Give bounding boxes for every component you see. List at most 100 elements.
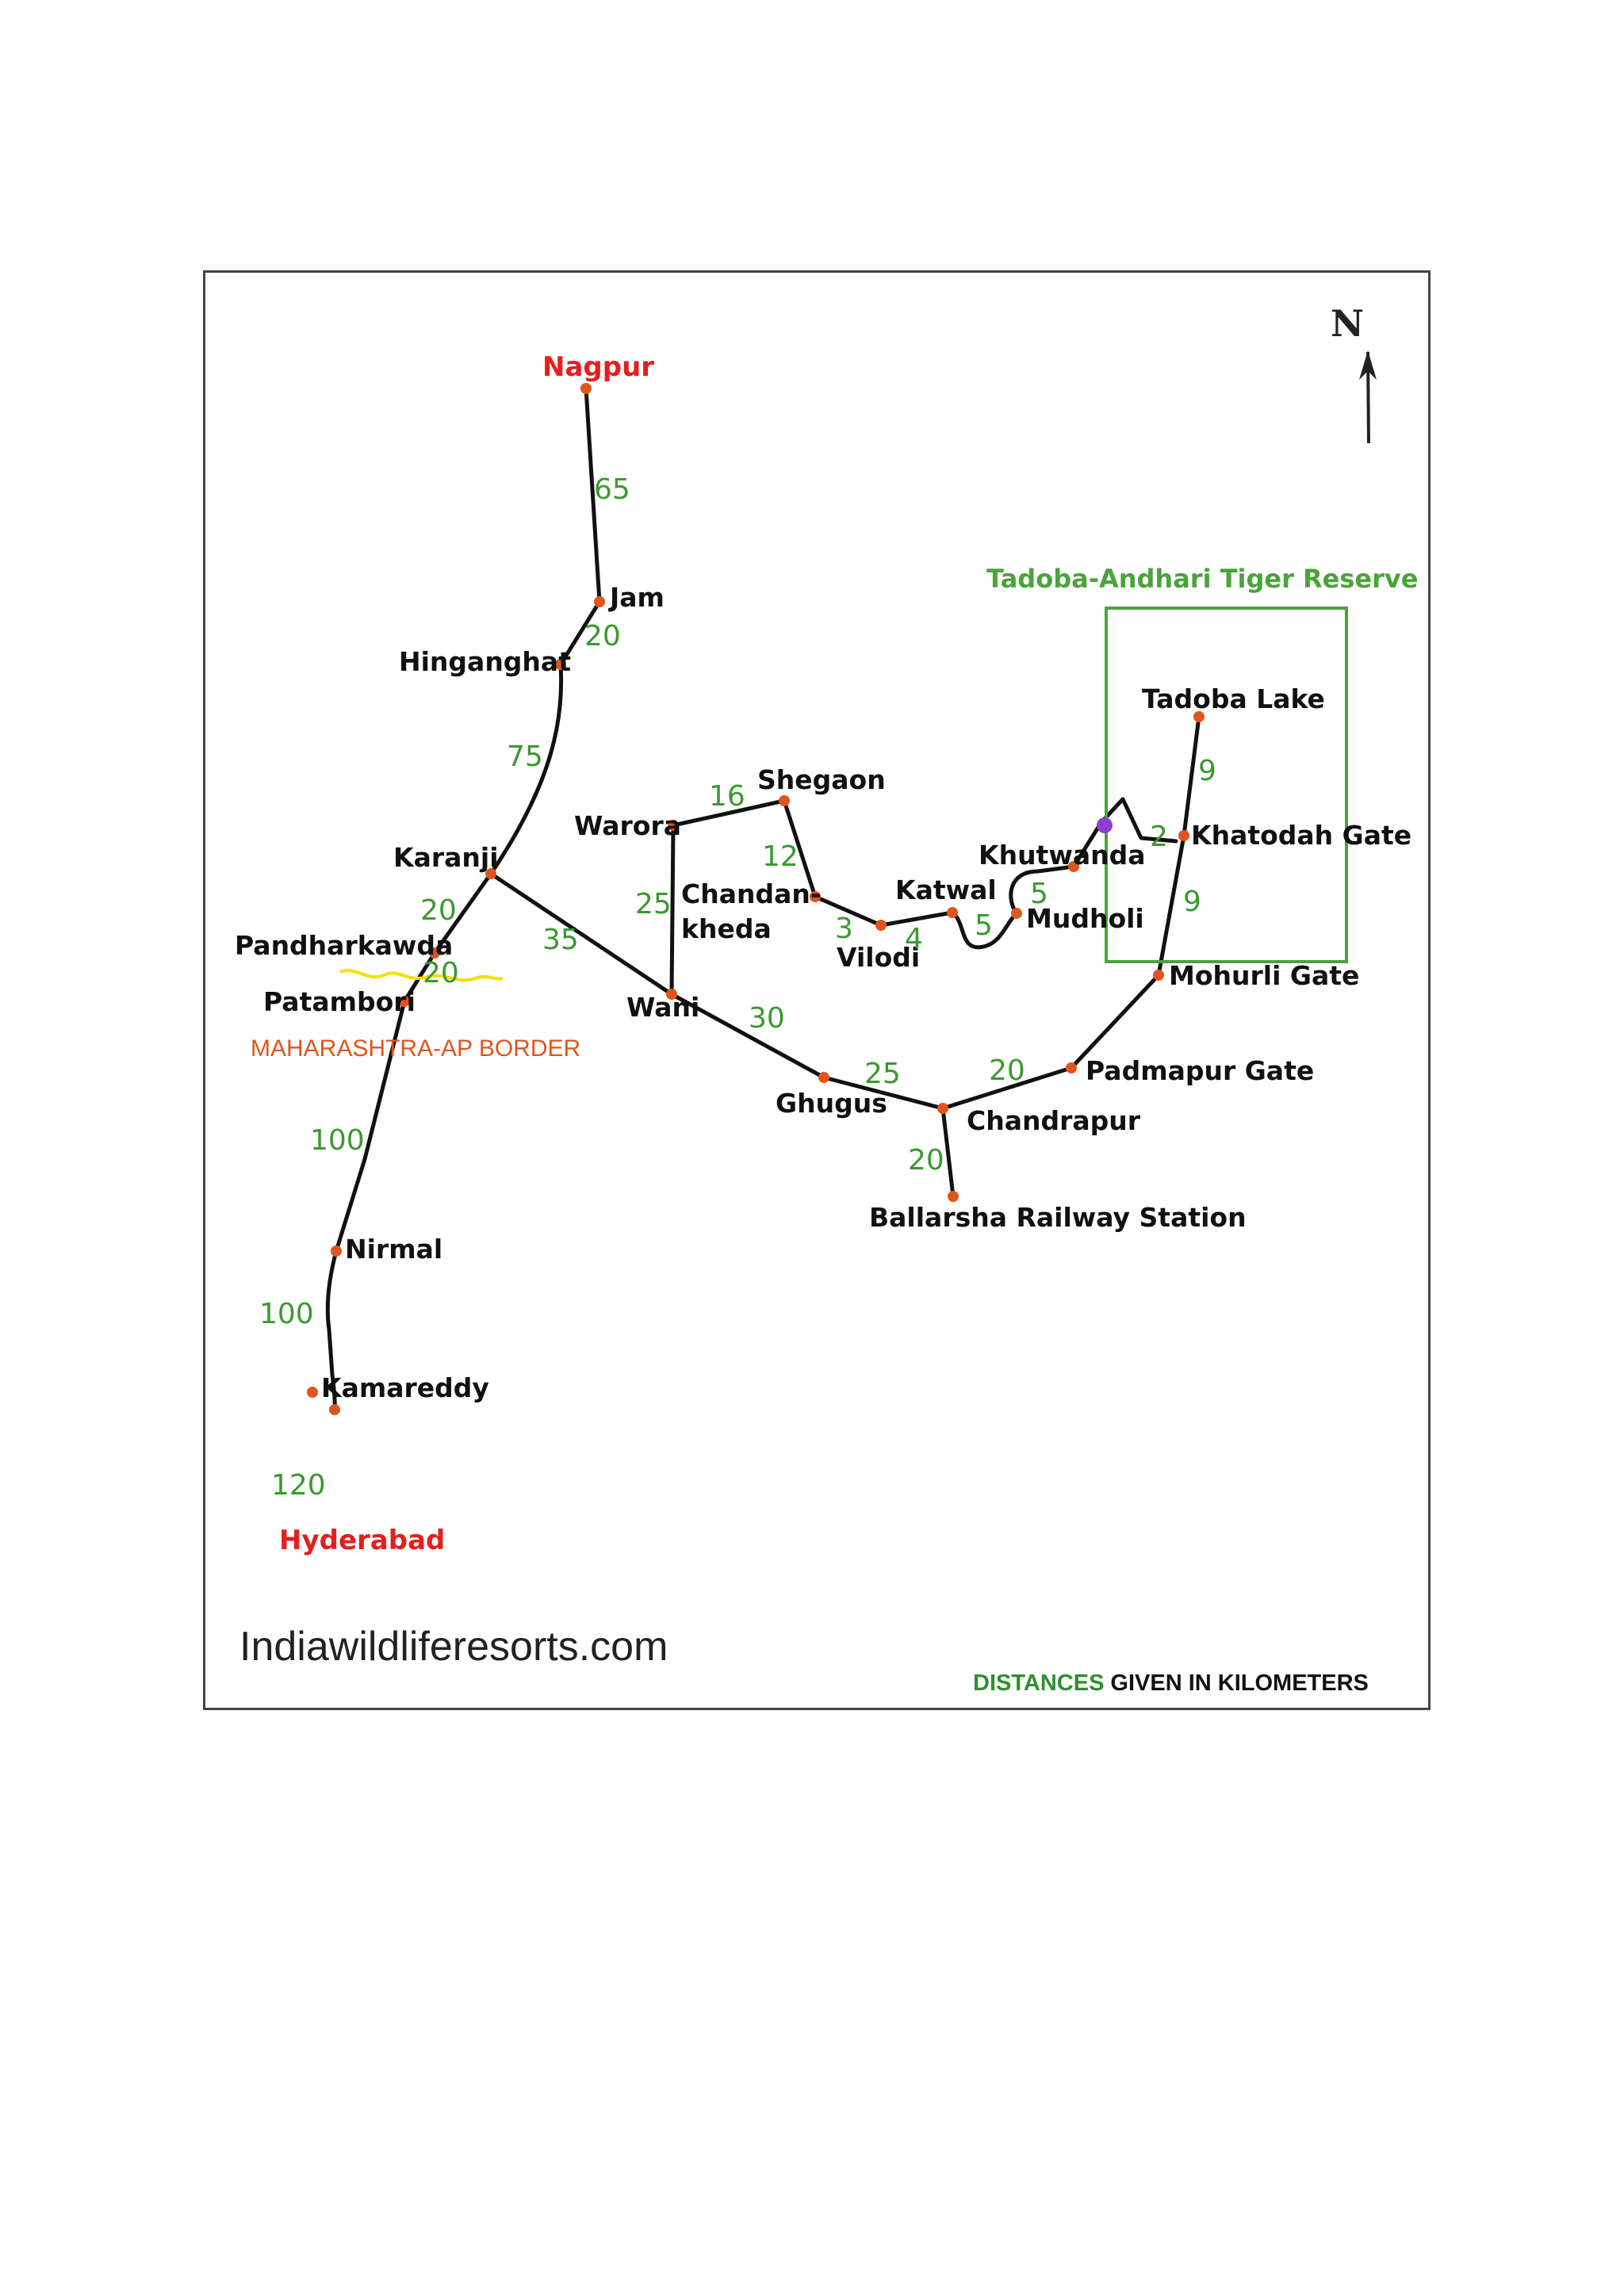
location-dots bbox=[307, 383, 1205, 1415]
label-katwal: Katwal bbox=[895, 874, 997, 905]
distance-katwal-mudholi: 5 bbox=[975, 909, 993, 942]
distance-warora-shegaon: 16 bbox=[709, 780, 745, 813]
distance-shegaon-chandankheda: 12 bbox=[762, 840, 799, 873]
road-patambori-hyderabad bbox=[325, 999, 407, 1412]
road-nagpur-jam bbox=[584, 386, 602, 604]
label-pandharkawda: Pandharkawda bbox=[235, 930, 453, 961]
distance-khatodah-mohurli: 9 bbox=[1183, 886, 1201, 918]
road-chandrapur-ballarsha bbox=[940, 1106, 956, 1199]
dot-hyderabad bbox=[329, 1404, 340, 1415]
website-label: Indiawildliferesorts.com bbox=[239, 1624, 668, 1670]
label-karanji: Karanji bbox=[393, 842, 499, 873]
dot-shegaon bbox=[779, 795, 790, 806]
road-jam-hinganghat bbox=[558, 599, 602, 667]
label-tadoba-lake: Tadoba Lake bbox=[1142, 683, 1325, 714]
dot-karanji bbox=[485, 868, 496, 879]
dot-chandrapur bbox=[937, 1103, 948, 1114]
distance-nirmal-kamareddy: 100 bbox=[259, 1298, 314, 1330]
label-warora: Warora bbox=[574, 810, 681, 841]
label-jam: Jam bbox=[608, 582, 665, 613]
north-label: N bbox=[1331, 302, 1364, 345]
distance-warora-wani: 25 bbox=[635, 888, 672, 920]
label-khutwanda: Khutwanda bbox=[979, 840, 1145, 871]
label-mudholi: Mudholi bbox=[1026, 903, 1144, 934]
road-karanji-wani bbox=[488, 871, 674, 997]
label-kamareddy: Kamareddy bbox=[321, 1372, 489, 1403]
dot-padmapur-gate bbox=[1066, 1062, 1077, 1073]
dot-jam bbox=[594, 596, 605, 607]
label-chandankheda-1: Chandan- bbox=[681, 878, 822, 909]
distance-karanji-pandharkawda: 20 bbox=[420, 894, 457, 927]
distance-chandrapur-padmapur: 20 bbox=[989, 1054, 1025, 1087]
road-warora-shegaon bbox=[671, 798, 787, 828]
distance-kamareddy-hyderabad: 120 bbox=[271, 1469, 326, 1502]
label-wani: Wani bbox=[626, 992, 699, 1023]
label-padmapur-gate: Padmapur Gate bbox=[1086, 1055, 1314, 1086]
label-hinganghat: Hinganghat bbox=[399, 646, 571, 677]
label-patambori: Patambori bbox=[263, 986, 416, 1017]
road-hinganghat-karanji bbox=[488, 662, 564, 876]
dot-khatodah-gate bbox=[1178, 830, 1189, 841]
distance-mudholi-khutwanda: 5 bbox=[1030, 878, 1048, 910]
distances-note-green: DISTANCES bbox=[973, 1670, 1104, 1696]
road-khutwanda-loop bbox=[1099, 797, 1178, 844]
dot-tadoba-lake bbox=[1193, 711, 1205, 722]
north-arrow-head bbox=[1359, 350, 1377, 380]
label-shegaon: Shegaon bbox=[757, 764, 886, 795]
dot-ballarsha bbox=[948, 1191, 959, 1202]
road-chandankheda-khutwanda bbox=[813, 820, 1104, 950]
distance-patambori-nirmal: 100 bbox=[310, 1124, 365, 1157]
dot-kamareddy bbox=[307, 1387, 318, 1398]
label-mohurli-gate: Mohurli Gate bbox=[1169, 960, 1359, 991]
distance-wani-ghugus: 30 bbox=[749, 1002, 785, 1035]
north-arrow: N bbox=[1331, 302, 1377, 444]
road-wani-ghugus bbox=[669, 992, 826, 1080]
dot-nagpur bbox=[580, 383, 592, 394]
label-nirmal: Nirmal bbox=[345, 1234, 442, 1265]
distances-note-black: GIVEN IN KILOMETERS bbox=[1110, 1670, 1368, 1696]
dot-chandankheda bbox=[810, 891, 821, 902]
dot-nirmal bbox=[331, 1246, 342, 1257]
label-hyderabad: Hyderabad bbox=[279, 1525, 445, 1556]
dot-wani bbox=[666, 989, 677, 1000]
label-khatodah-gate: Khatodah Gate bbox=[1191, 820, 1411, 851]
reserve-title: Tadoba-Andhari Tiger Reserve bbox=[986, 564, 1418, 594]
distance-vilodi-katwal: 4 bbox=[905, 923, 923, 955]
distance-ghugus-chandrapur: 25 bbox=[864, 1058, 901, 1090]
dot-ghugus bbox=[818, 1072, 829, 1083]
label-vilodi: Vilodi bbox=[837, 942, 920, 973]
map-canvas: N bbox=[235, 302, 1418, 1696]
route-map: N bbox=[203, 270, 1431, 1710]
dot-mohurli-gate bbox=[1153, 970, 1164, 981]
distance-jam-hinganghat: 20 bbox=[584, 620, 621, 652]
dot-vilodi bbox=[875, 920, 887, 931]
distance-khutwanda-khatodah: 2 bbox=[1150, 821, 1168, 853]
road-ghugus-chandrapur bbox=[822, 1075, 945, 1111]
border-label: MAHARASHTRA-AP BORDER bbox=[251, 1035, 580, 1062]
entry-point-dot bbox=[1097, 817, 1113, 833]
distance-chandrapur-ballarsha: 20 bbox=[908, 1144, 944, 1177]
dot-khutwanda bbox=[1068, 861, 1079, 872]
dot-mudholi bbox=[1011, 908, 1022, 919]
label-ghugus: Ghugus bbox=[776, 1088, 887, 1119]
dot-katwal bbox=[947, 907, 958, 918]
state-border-line bbox=[339, 969, 504, 982]
dot-hinganghat bbox=[555, 659, 566, 670]
distance-nagpur-jam: 65 bbox=[594, 473, 630, 506]
label-chandrapur: Chandrapur bbox=[967, 1105, 1141, 1136]
road-wani-warora bbox=[669, 823, 676, 997]
dot-warora bbox=[668, 820, 679, 831]
distance-chandankheda-vilodi: 3 bbox=[835, 913, 853, 945]
distance-karanji-wani: 35 bbox=[542, 924, 579, 956]
road-network bbox=[325, 386, 1201, 1412]
label-ballarsha: Ballarsha Railway Station bbox=[869, 1202, 1247, 1233]
dot-patambori bbox=[399, 996, 410, 1007]
place-labels: Nagpur Jam Hinganghat Karanji Pandharkaw… bbox=[235, 351, 1411, 1556]
road-chandrapur-mohurli bbox=[940, 973, 1161, 1111]
dot-pandharkawda bbox=[429, 947, 440, 959]
distance-pandharkawda-patambori: 20 bbox=[423, 957, 459, 989]
reserve-boundary bbox=[1105, 607, 1348, 963]
label-nagpur: Nagpur bbox=[542, 351, 654, 383]
road-shegaon-chandankheda bbox=[782, 798, 818, 899]
